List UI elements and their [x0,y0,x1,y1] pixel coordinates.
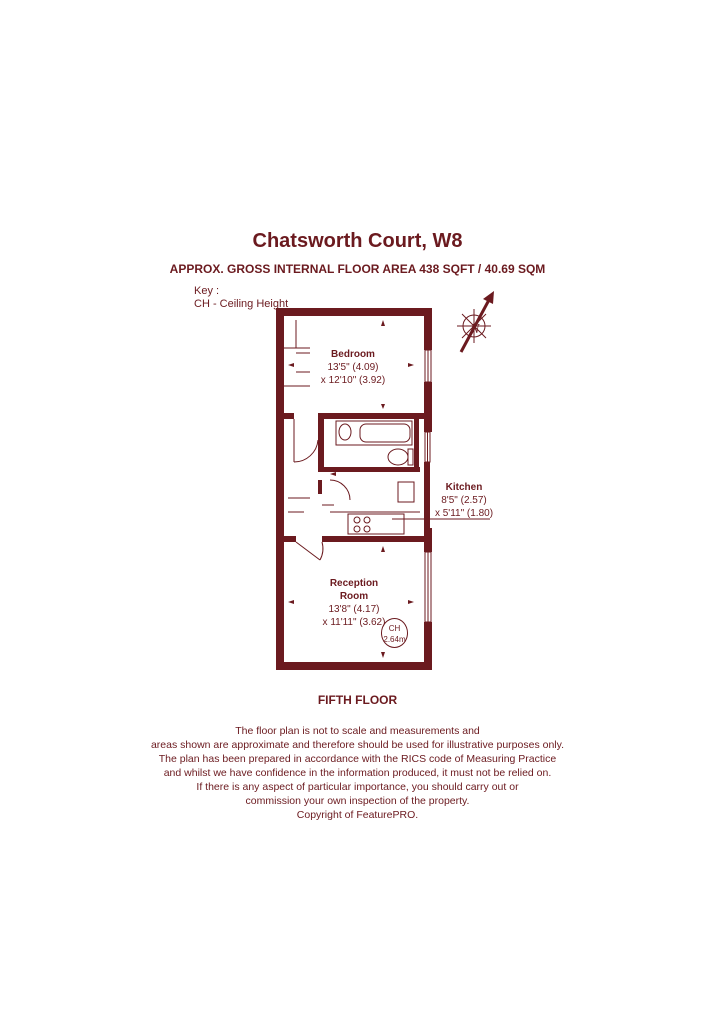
disclaimer-line: If there is any aspect of particular imp… [196,781,519,793]
wardrobes [284,320,310,513]
key-legend: Key : CH - Ceiling Height [194,285,288,311]
disclaimer-line: areas shown are approximate and therefor… [150,739,565,751]
disclaimer-line: commission your own inspection of the pr… [245,795,470,807]
floor-label: FIFTH FLOOR [317,693,398,707]
key-heading: Key : [194,285,220,297]
bedroom-dimension-2: x 12'10" (3.92) [320,375,386,386]
kitchen-name: Kitchen [445,482,483,493]
reception-dimension-2: x 11'11" (3.62) [322,617,386,628]
key-entry: CH - Ceiling Height [194,298,289,310]
exterior-walls [276,308,432,670]
windows [424,349,432,623]
bedroom-label: Bedroom 13'5" (4.09) x 12'10" (3.92) [313,348,393,387]
disclaimer-line: Copyright of FeaturePRO. [296,809,419,821]
disclaimer-line: and whilst we have confidence in the inf… [163,767,552,779]
doors [293,419,351,561]
disclaimer-text: The floor plan is not to scale and measu… [0,724,715,822]
interior-walls [284,413,424,542]
reception-dimension-1: 13'8" (4.17) [328,604,380,615]
reception-name-line-2: Room [339,591,369,602]
wall-marks [288,320,414,658]
kitchen-dimension-2: x 5'11" (1.80) [434,508,494,519]
bathroom-fixtures [335,420,414,466]
ceiling-height-badge: CH 2.64m [381,618,408,648]
kitchen-dimension-1: 8'5" (2.57) [441,495,487,506]
bedroom-dimension-1: 13'5" (4.09) [327,362,379,373]
ceiling-height-value: 2.64m [383,635,406,644]
bedroom-name: Bedroom [331,349,375,360]
compass-icon: N [457,291,494,353]
reception-room-label: Reception Room 13'8" (4.17) x 11'11" (3.… [312,577,396,629]
disclaimer-line: The floor plan is not to scale and measu… [235,725,480,737]
compass-north-letter: N [469,322,480,337]
ceiling-height-label: CH [388,624,401,633]
floor-area-subtitle: APPROX. GROSS INTERNAL FLOOR AREA 438 SQ… [169,262,546,276]
plan-title: Chatsworth Court, W8 [252,230,463,252]
kitchen-fixtures [330,481,490,535]
kitchen-label: Kitchen 8'5" (2.57) x 5'11" (1.80) [432,481,496,520]
disclaimer-line: The plan has been prepared in accordance… [158,753,557,765]
reception-name: Reception [329,578,379,589]
